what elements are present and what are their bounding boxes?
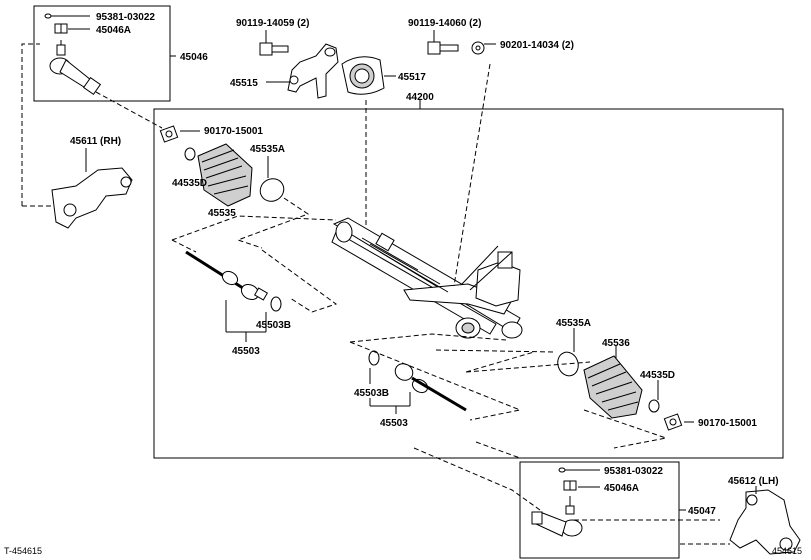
label-90201-14034: 90201-14034 (2) [500, 40, 574, 51]
nut-90170-left-icon [159, 125, 179, 143]
tie-rod-end-rh-icon [49, 40, 102, 96]
boot-45536-right-icon [583, 355, 643, 419]
lock-washer-45503b-left-icon [270, 296, 282, 312]
label-45046a-top: 45046A [96, 25, 131, 36]
label-45535a-right: 45535A [556, 318, 591, 329]
rack-housing-44200-icon [331, 217, 523, 339]
label-45503b-mid: 45503B [354, 388, 389, 399]
label-90119-14059: 90119-14059 (2) [236, 18, 309, 29]
dashed-guide-4 [171, 215, 337, 241]
nut-90170-right-icon [663, 413, 683, 431]
clip-44535d-left-icon [184, 147, 196, 161]
bolt-90119-14059-icon [259, 42, 289, 56]
bracket-45515-icon [287, 43, 339, 99]
label-45503-mid: 45503 [380, 418, 408, 429]
label-90170-left: 90170-15001 [204, 126, 263, 137]
dashed-guide-3 [236, 197, 310, 249]
label-45612-lh: 45612 (LH) [728, 476, 779, 487]
castle-nut-bottom-icon [563, 480, 577, 491]
dashed-guide-8 [453, 63, 491, 287]
dashed-guide-6 [261, 249, 338, 313]
diagram-code-right: 454615 [772, 546, 802, 556]
label-90119-14060: 90119-14060 (2) [408, 18, 481, 29]
grommet-45517-icon [341, 56, 385, 95]
label-45046: 45046 [180, 52, 208, 63]
knuckle-arm-45612-icon [729, 489, 801, 555]
label-95381-top: 95381-03022 [96, 12, 155, 23]
label-44200: 44200 [406, 92, 434, 103]
dashed-guide-10 [349, 341, 522, 421]
knuckle-arm-45611-icon [51, 167, 133, 229]
dashed-guide-14 [413, 447, 541, 511]
label-44535d-right: 44535D [640, 370, 675, 381]
boot-45535-left-icon [197, 143, 253, 207]
tie-rod-end-box-top [33, 5, 171, 102]
dashed-guide-11 [435, 349, 557, 353]
lock-washer-45503b-mid-icon [368, 350, 380, 366]
clip-44535d-right-icon [648, 399, 660, 413]
dashed-guide-13 [583, 409, 668, 449]
label-45503b-left: 45503B [256, 320, 291, 331]
castle-nut-icon [54, 23, 68, 34]
label-45611-rh: 45611 (RH) [70, 136, 121, 147]
label-45536: 45536 [602, 338, 630, 349]
label-45503-left: 45503 [232, 346, 260, 357]
diagram-code-left: T-454615 [4, 546, 42, 556]
washer-90201-icon [471, 41, 485, 55]
label-45535a-left: 45535A [250, 144, 285, 155]
band-45535a-left-icon [259, 178, 285, 202]
inner-tie-rod-left-icon [185, 250, 269, 301]
dashed-guide-2 [21, 43, 52, 207]
dashed-guide-1 [95, 91, 163, 129]
label-90170-right: 90170-15001 [698, 418, 757, 429]
label-45535-left: 45535 [208, 208, 236, 219]
dashed-guide-5 [171, 239, 197, 253]
tie-rod-end-lh-icon [531, 496, 583, 537]
label-45047: 45047 [688, 506, 716, 517]
label-45046a-bottom: 45046A [604, 483, 639, 494]
band-45535a-right-icon [557, 351, 579, 377]
label-95381-bottom: 95381-03022 [604, 466, 663, 477]
label-45515: 45515 [230, 78, 258, 89]
dashed-guide-9 [349, 333, 507, 343]
dashed-guide-15 [475, 441, 521, 459]
dashed-guide-12 [465, 351, 591, 373]
inner-tie-rod-mid-icon [394, 363, 467, 412]
bolt-90119-14060-icon [427, 41, 459, 55]
assembly-44200-frame [153, 108, 784, 459]
label-45517: 45517 [398, 72, 426, 83]
label-44535d-left: 44535D [172, 178, 207, 189]
